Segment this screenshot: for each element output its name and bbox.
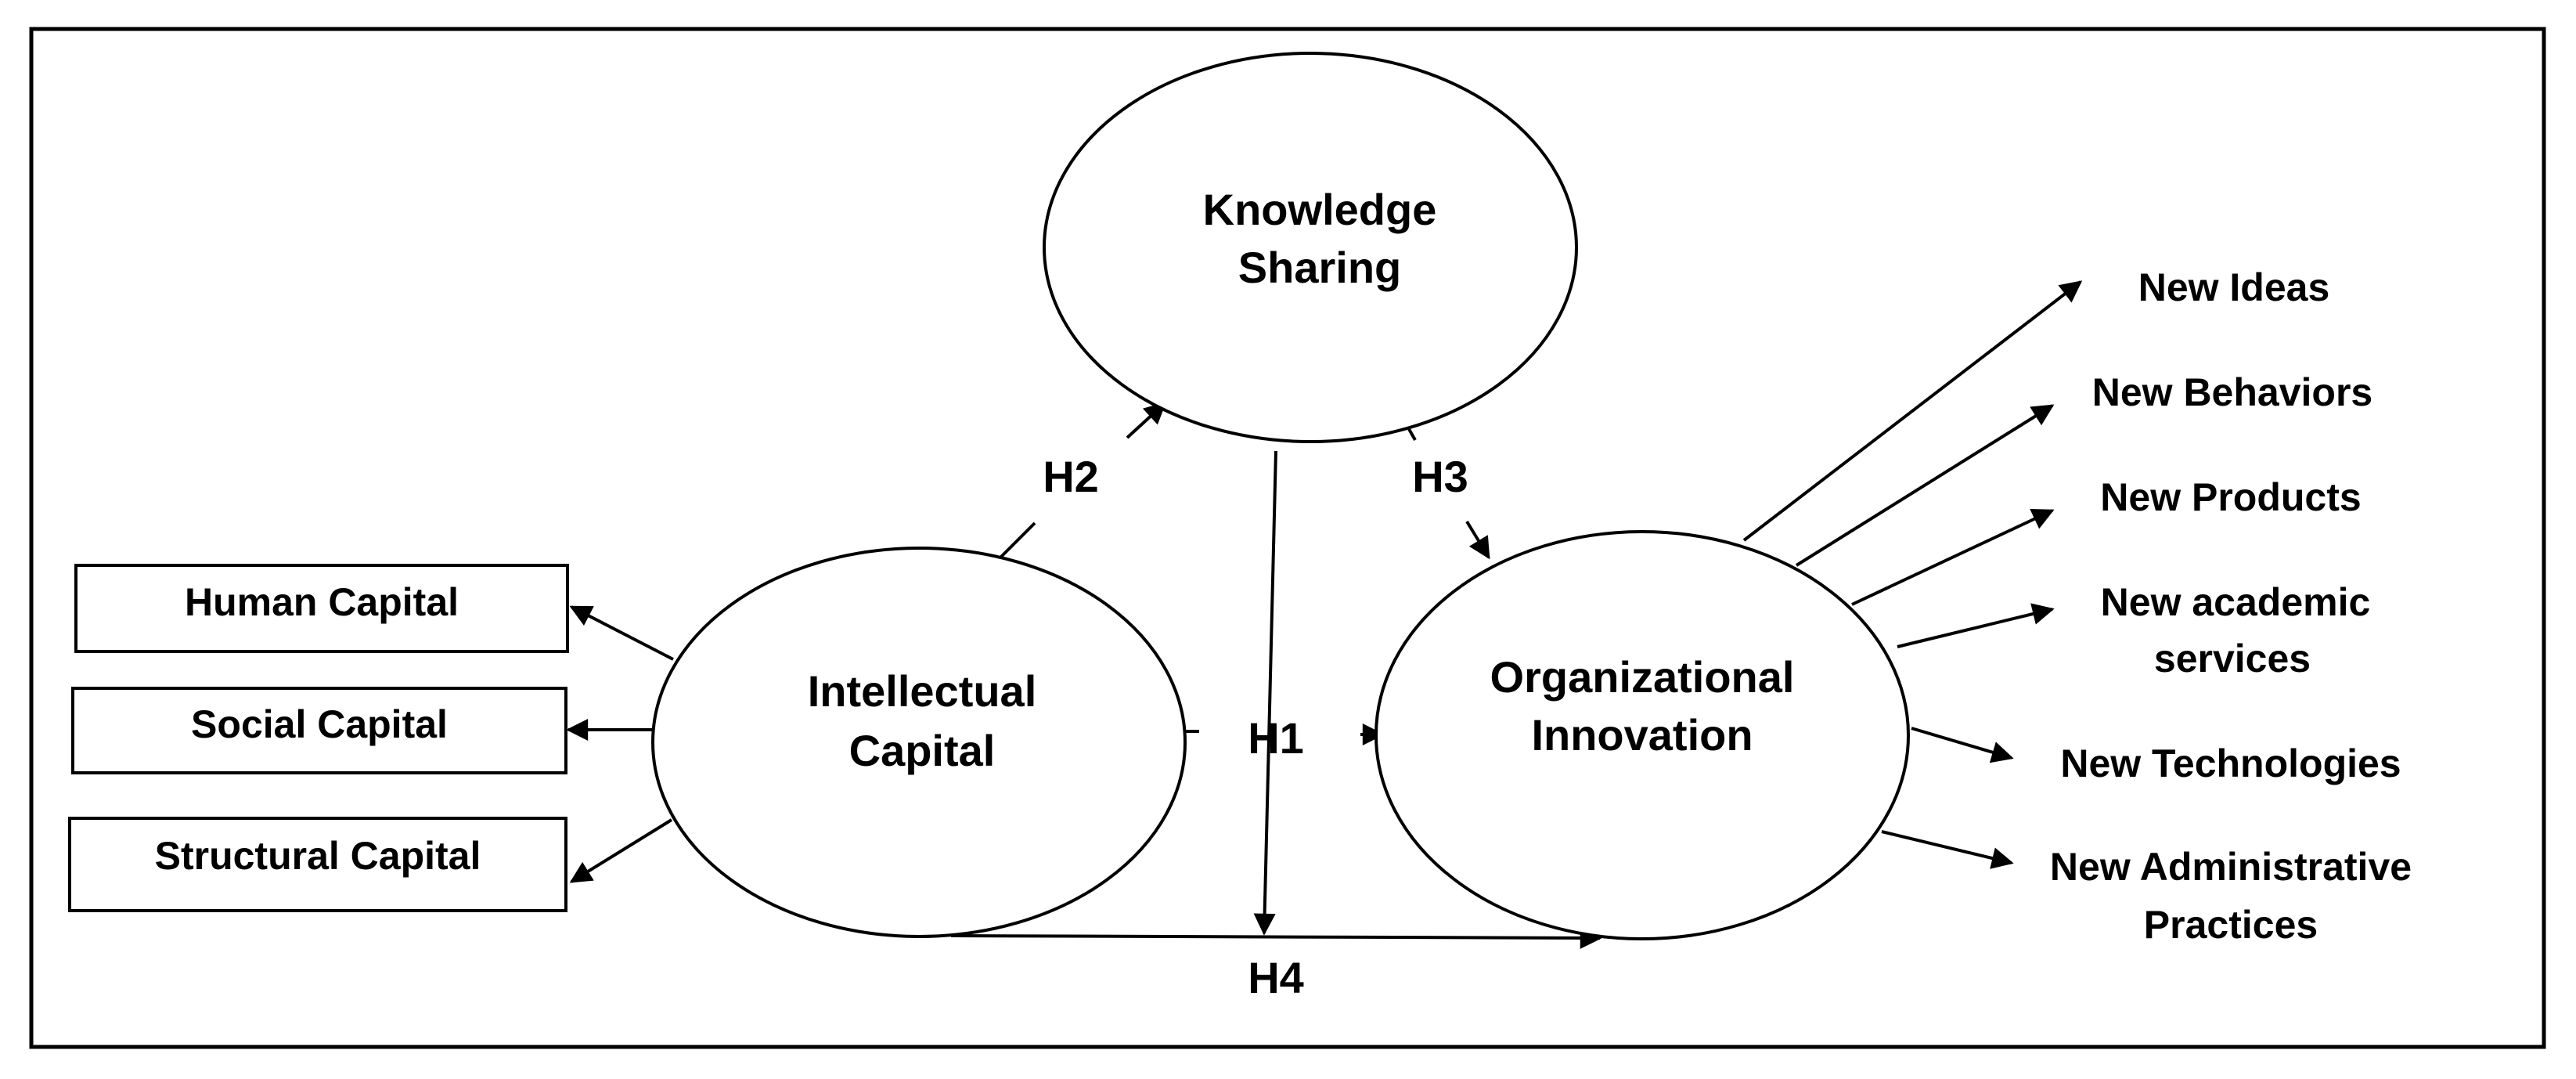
organizational-innovation-ellipse [1374,530,1910,940]
human-capital-label: Human Capital [185,580,459,624]
edge-ic-to-human-capital [569,605,674,661]
outcome-new-technologies-label: New Technologies [2060,742,2401,785]
hypothesis-h1-label: H1 [1248,713,1304,763]
edge-oi-to-new-administrative-practices [1881,830,2014,869]
outcome-new-products-label: New Products [2100,475,2361,519]
outcome-new-ideas-label: New Ideas [2138,265,2330,309]
outcome-new-academic-services-label-line2: services [2154,637,2311,680]
human-capital-box [74,564,569,653]
edge-h3-ks-to-oi [1407,428,1417,441]
knowledge-sharing-label-line2: Sharing [1238,243,1401,292]
edge-oi-to-new-products [1851,509,2055,606]
edge-h2-ic-to-ks-arrow [1126,402,1167,439]
hypothesis-h2-label: H2 [1043,452,1099,501]
intellectual-capital-label-line2: Capital [849,726,996,775]
edge-oi-to-new-academic-services [1897,603,2055,648]
edge-ic-to-structural-capital [569,818,673,883]
social-capital-label: Social Capital [191,702,448,746]
outcome-new-behaviors-label: New Behaviors [2092,370,2372,414]
outcome-new-academic-services-label-line1: New academic [2101,580,2371,624]
outcome-new-administrative-practices-label-line2: Practices [2144,903,2318,947]
edge-h4-ks-down [1253,450,1277,936]
edge-h2-ic-to-ks [999,521,1036,559]
edge-oi-to-new-ideas [1742,280,2083,542]
structural-capital-label: Structural Capital [155,834,481,878]
intellectual-capital-label-line1: Intellectual [808,666,1037,716]
knowledge-sharing-label-line1: Knowledge [1203,185,1437,234]
hypothesis-h4-label: H4 [1248,953,1304,1002]
edge-oi-to-new-behaviors [1795,404,2055,567]
social-capital-box [71,687,567,774]
edge-oi-to-new-technologies [1911,727,2014,763]
edge-h4-ic-to-oi [950,926,1602,949]
intellectual-capital-ellipse [651,547,1187,938]
structural-capital-box [68,817,567,912]
edge-h3-ks-to-oi-arrow [1465,520,1490,560]
outcome-new-administrative-practices-label-line1: New Administrative [2050,845,2412,889]
knowledge-sharing-ellipse [1043,52,1578,443]
hypothesis-h3-label: H3 [1412,452,1468,501]
organizational-innovation-label-line2: Innovation [1531,710,1753,760]
organizational-innovation-label-line1: Organizational [1490,652,1795,702]
